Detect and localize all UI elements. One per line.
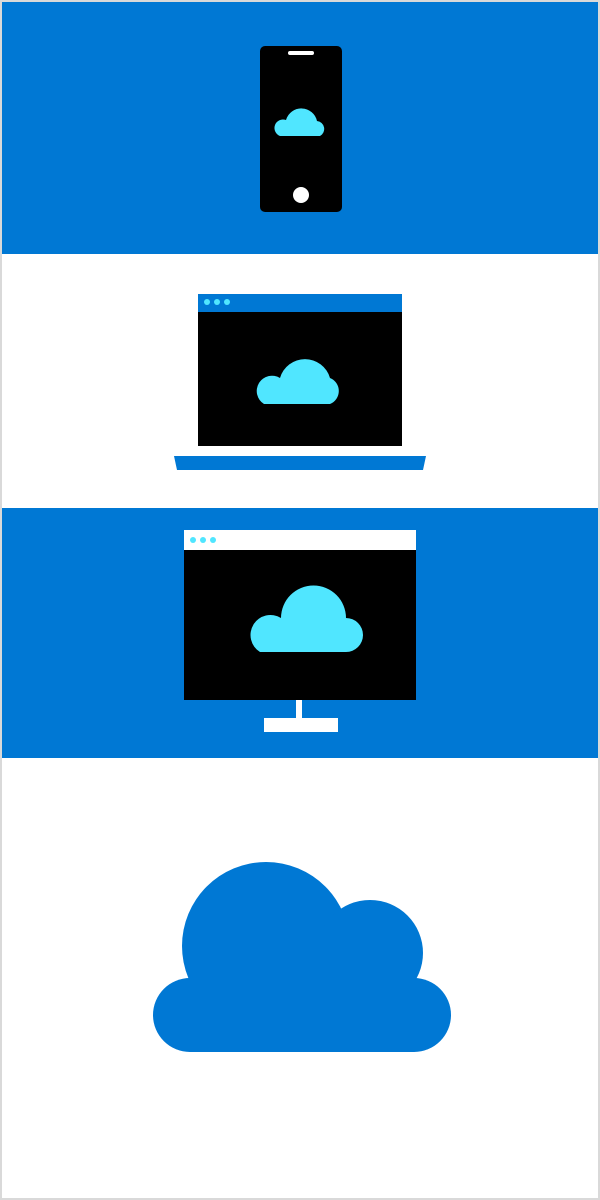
cloud-icon xyxy=(256,359,339,404)
laptop-base xyxy=(174,456,426,470)
phone-home-button xyxy=(293,187,309,203)
desktop-panel xyxy=(2,508,598,758)
desktop-illustration xyxy=(2,508,598,758)
cloud-icon xyxy=(250,585,363,652)
window-dot-2 xyxy=(214,299,220,305)
monitor-icon xyxy=(184,530,416,732)
window-dot-3 xyxy=(210,537,216,543)
window-dot-1 xyxy=(190,537,196,543)
cloud-panel xyxy=(2,758,598,1198)
cloud-icon xyxy=(153,862,451,1052)
window-dot-1 xyxy=(204,299,210,305)
window-dot-3 xyxy=(224,299,230,305)
cloud-illustration xyxy=(2,758,598,1198)
monitor-title-bar xyxy=(184,530,416,550)
cloud-base xyxy=(190,978,414,1052)
monitor-stand-base xyxy=(264,718,338,732)
laptop-illustration xyxy=(2,254,598,508)
laptop-icon xyxy=(174,294,426,470)
phone-speaker xyxy=(288,51,314,55)
laptop-title-bar xyxy=(198,294,402,312)
window-dot-2 xyxy=(200,537,206,543)
phone-panel xyxy=(2,2,598,254)
monitor-stand-neck xyxy=(296,700,302,718)
phone-illustration xyxy=(2,2,598,254)
laptop-panel xyxy=(2,254,598,508)
cloud-icon xyxy=(274,108,325,136)
